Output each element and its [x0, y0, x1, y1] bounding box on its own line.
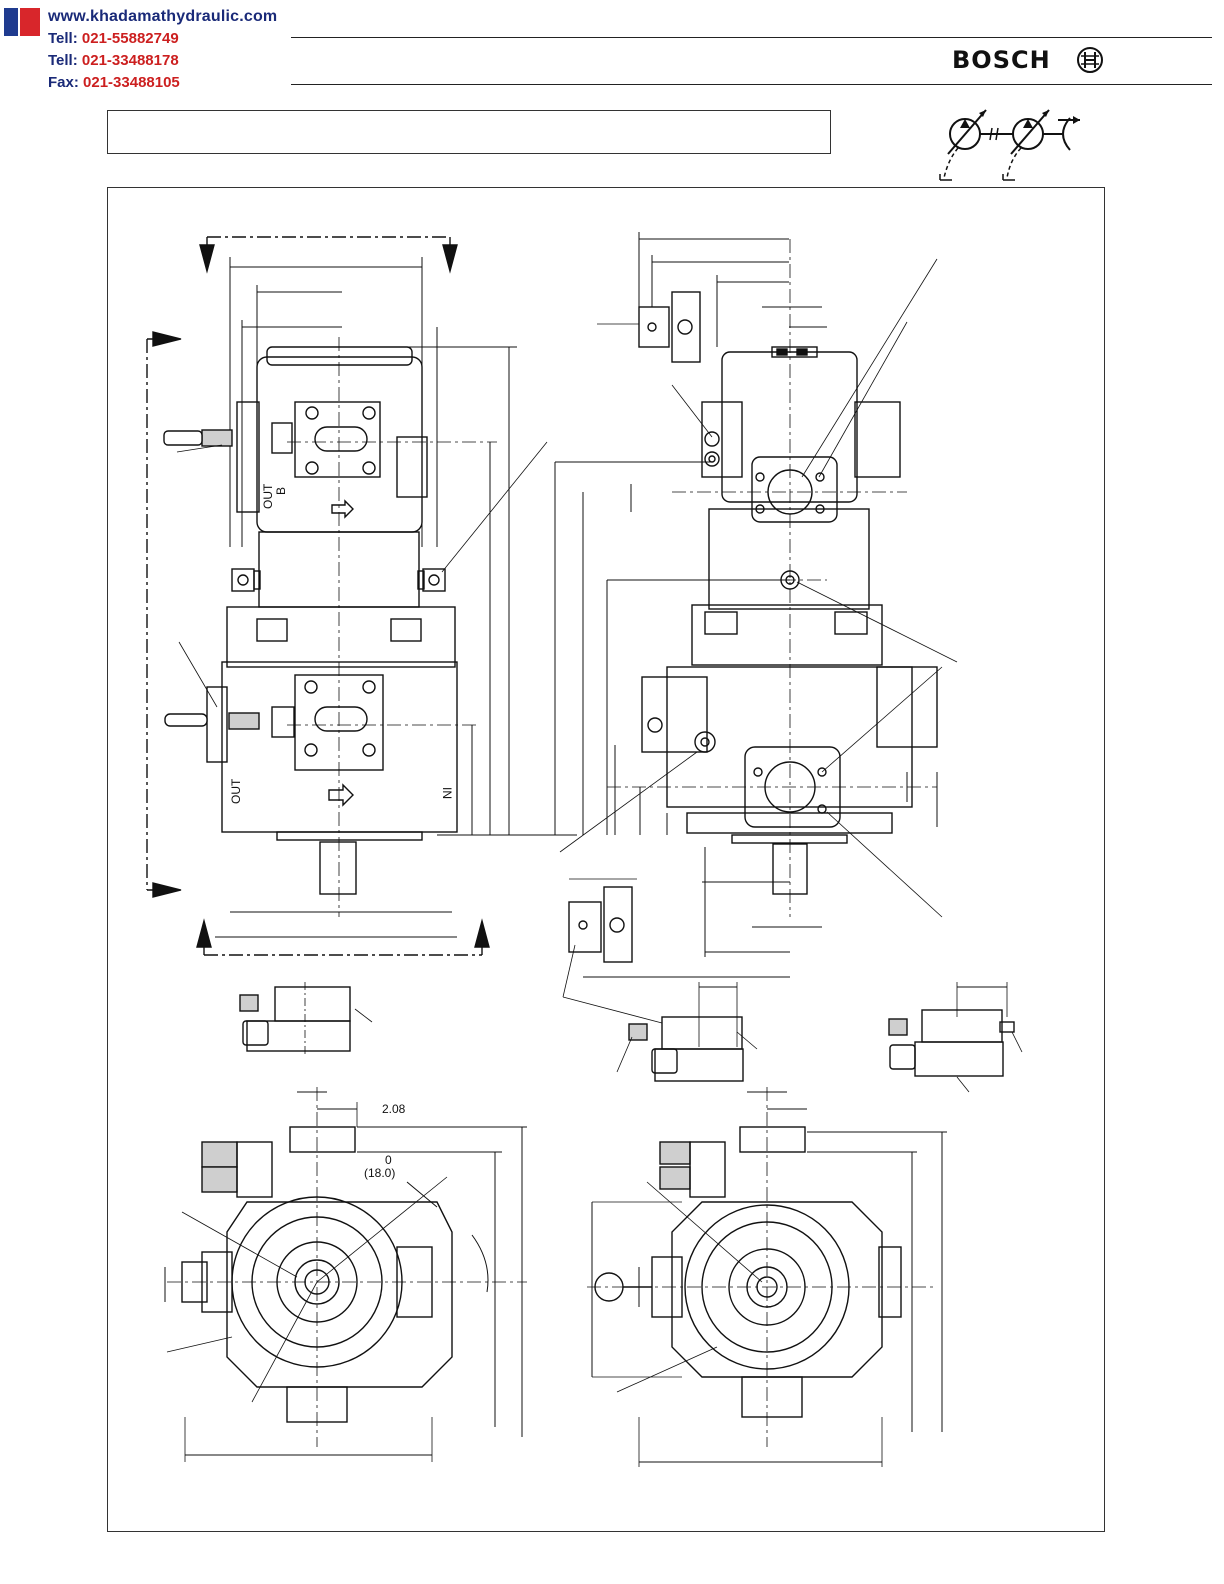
side-view [555, 232, 957, 977]
contact-label: Fax: [48, 74, 79, 91]
dimension-label: 0 [385, 1153, 392, 1167]
header-rule-top [291, 37, 1212, 38]
website-link[interactable]: www.khadamathydraulic.com [48, 6, 277, 28]
contact-fax: Fax: 021-33488105 [48, 72, 277, 94]
logo-red-bar [20, 8, 40, 36]
title-box [107, 110, 831, 154]
front-view [147, 237, 577, 955]
contact-phone-2: Tell: 021-33488178 [48, 50, 277, 72]
contact-block: www.khadamathydraulic.com Tell: 021-5588… [48, 6, 277, 94]
port-label-out-upper-sub: B [274, 487, 288, 495]
valve-detail-3 [889, 982, 1022, 1092]
bottom-view-2 [587, 1087, 947, 1467]
company-logo-flag [4, 8, 40, 36]
contact-value: 021-55882749 [82, 30, 179, 47]
valve-detail-1 [240, 982, 372, 1057]
contact-phone-1: Tell: 021-55882749 [48, 28, 277, 50]
bosch-armature-icon [1076, 46, 1104, 74]
port-label-out-lower: OUT [229, 778, 243, 804]
dimension-label: 2.08 [382, 1102, 406, 1116]
port-label-in: IN [440, 787, 454, 799]
contact-value: 021-33488105 [83, 74, 180, 91]
contact-label: Tell: [48, 30, 78, 47]
contact-value: 021-33488178 [82, 52, 179, 69]
contact-label: Tell: [48, 52, 78, 69]
header-rule-bottom [291, 84, 1212, 85]
logo-blue-bar [4, 8, 18, 36]
dimension-label: (18.0) [364, 1166, 395, 1180]
pump-dimension-drawing: OUT B OUT IN 2.08 0 (18.0) [107, 187, 1105, 1532]
brand-name: BOSCH [952, 46, 1051, 74]
port-label-out-upper: OUT [261, 483, 275, 509]
valve-detail-2 [563, 945, 757, 1081]
hydraulic-pump-symbol-icon [930, 96, 1090, 186]
bottom-view-1 [165, 1087, 527, 1462]
